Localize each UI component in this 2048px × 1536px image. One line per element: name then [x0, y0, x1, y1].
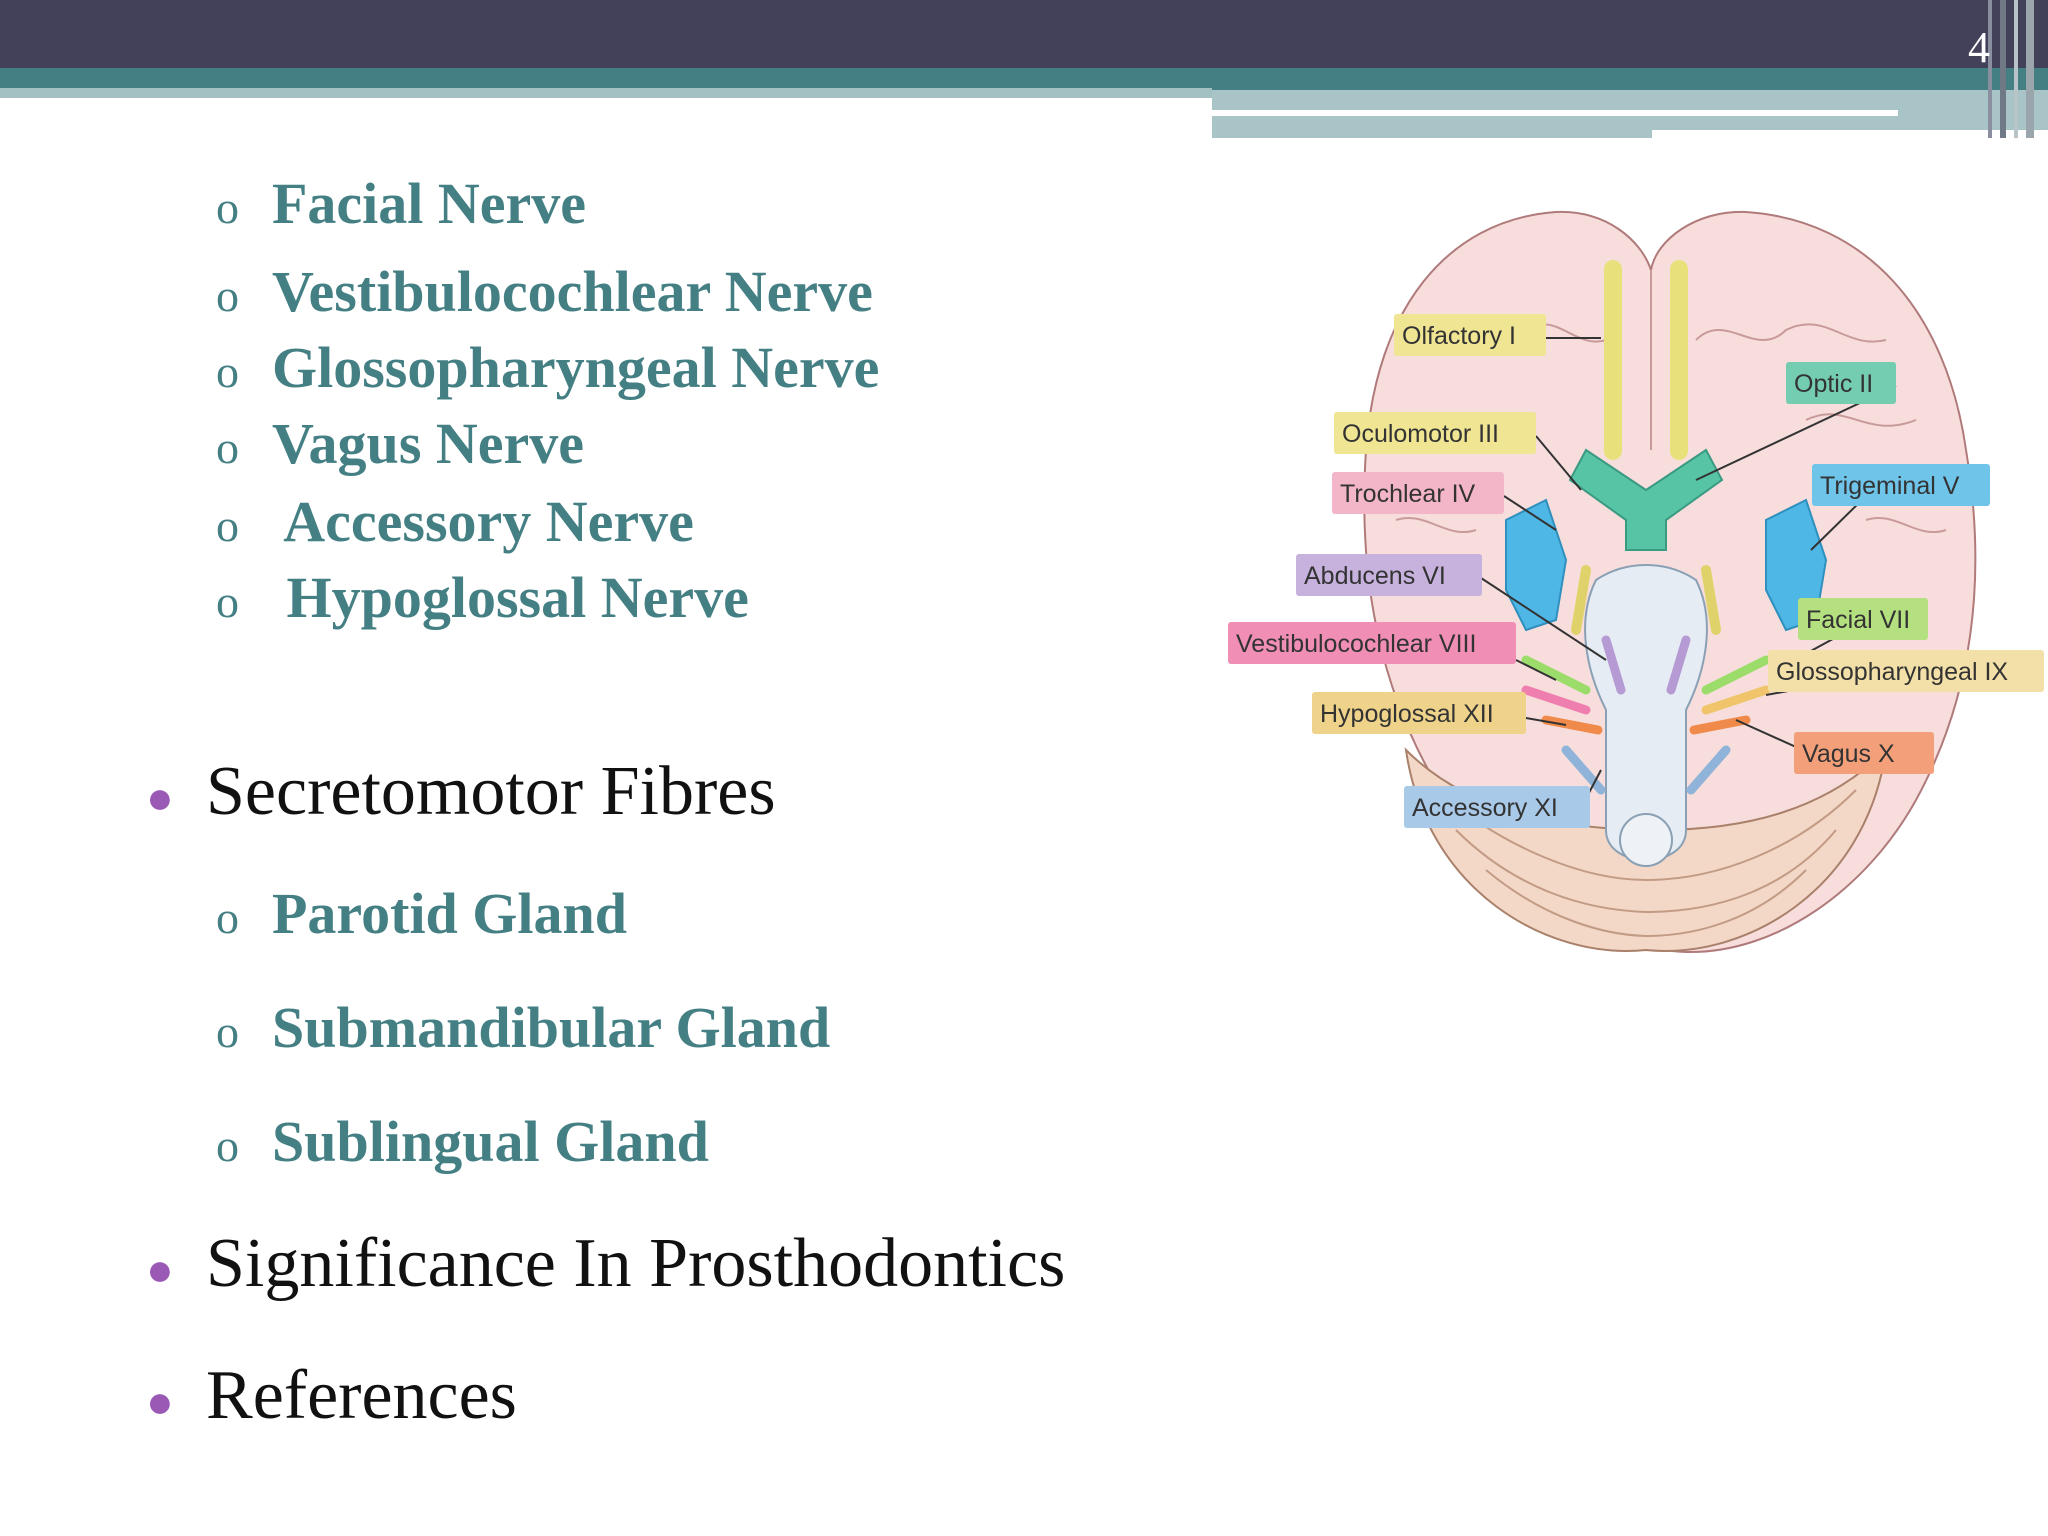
- svg-text:Trigeminal V: Trigeminal V: [1820, 472, 1960, 500]
- bullet-label: Secretomotor Fibres: [206, 753, 776, 830]
- accessory-label: Accessory XI: [1404, 786, 1590, 828]
- nerve-label: Vagus Nerve: [272, 411, 585, 476]
- slide-number: 4: [1968, 23, 1990, 72]
- circle-bullet-icon: o: [216, 346, 239, 397]
- nerve-label: Accessory Nerve: [272, 489, 694, 554]
- circle-bullet-icon: o: [216, 500, 239, 551]
- bullet-dot-icon: ●: [146, 772, 174, 824]
- vestibulocochlear-label: Vestibulocochlear VIII: [1228, 622, 1516, 664]
- bullet-references: ● References: [146, 1356, 517, 1436]
- nerve-item: o Accessory Nerve: [216, 488, 694, 555]
- bullet-label: Significance In Prosthodontics: [206, 1225, 1066, 1302]
- hypoglossal-label: Hypoglossal XII: [1312, 692, 1526, 734]
- bullet-label: References: [206, 1357, 517, 1434]
- trigeminal-label: Trigeminal V: [1812, 464, 1990, 506]
- gland-item: o Sublingual Gland: [216, 1108, 709, 1175]
- gland-label: Parotid Gland: [272, 881, 628, 946]
- svg-text:Vagus X: Vagus X: [1802, 740, 1895, 768]
- trochlear-label: Trochlear IV: [1332, 472, 1504, 514]
- svg-text:Oculomotor III: Oculomotor III: [1342, 420, 1499, 448]
- nerve-label: Glossopharyngeal Nerve: [272, 335, 880, 400]
- circle-bullet-icon: o: [216, 422, 239, 473]
- nerve-item: o Vagus Nerve: [216, 410, 584, 477]
- svg-text:Trochlear IV: Trochlear IV: [1340, 480, 1476, 508]
- svg-text:Vestibulocochlear VIII: Vestibulocochlear VIII: [1236, 630, 1476, 658]
- nerve-item: o Glossopharyngeal Nerve: [216, 334, 879, 401]
- circle-bullet-icon: o: [216, 892, 239, 943]
- cranial-nerves-diagram: Olfactory I Optic II Oculomotor III Troc…: [1228, 210, 2044, 954]
- header-edge-stripe: [2014, 0, 2018, 138]
- facial-label: Facial VII: [1798, 598, 1928, 640]
- bullet-secretomotor: ● Secretomotor Fibres: [146, 752, 776, 832]
- circle-bullet-icon: o: [216, 1006, 239, 1057]
- header-edge-stripe: [2026, 0, 2034, 138]
- header-band-line: [1212, 110, 1898, 116]
- nerve-item: o Facial Nerve: [216, 170, 586, 237]
- header-edge-stripe: [2000, 0, 2006, 138]
- header-band-light: [0, 88, 1212, 98]
- bullet-dot-icon: ●: [146, 1244, 174, 1296]
- svg-text:Abducens VI: Abducens VI: [1304, 562, 1446, 590]
- svg-text:Hypoglossal XII: Hypoglossal XII: [1320, 700, 1494, 728]
- circle-bullet-icon: o: [216, 1120, 239, 1171]
- header-band-teal: [0, 68, 2048, 90]
- circle-bullet-icon: o: [216, 576, 239, 627]
- svg-text:Olfactory I: Olfactory I: [1402, 322, 1516, 350]
- header-bar: [0, 0, 2048, 68]
- header-edge-stripe: [1988, 0, 1992, 138]
- olfactory-label: Olfactory I: [1394, 314, 1546, 356]
- header-band-gap: [1652, 130, 2048, 140]
- svg-text:Optic II: Optic II: [1794, 370, 1873, 398]
- nerve-label: Hypoglossal Nerve: [272, 565, 749, 630]
- nerve-item: o Hypoglossal Nerve: [216, 564, 749, 631]
- optic-label: Optic II: [1786, 362, 1896, 404]
- svg-text:Accessory XI: Accessory XI: [1412, 794, 1558, 822]
- gland-item: o Parotid Gland: [216, 880, 627, 947]
- gland-item: o Submandibular Gland: [216, 994, 830, 1061]
- vagus-label: Vagus X: [1794, 732, 1934, 774]
- bullet-dot-icon: ●: [146, 1376, 174, 1428]
- nerve-item: o Vestibulocochlear Nerve: [216, 258, 873, 325]
- circle-bullet-icon: o: [216, 270, 239, 321]
- circle-bullet-icon: o: [216, 182, 239, 233]
- abducens-label: Abducens VI: [1296, 554, 1482, 596]
- svg-text:Facial VII: Facial VII: [1806, 606, 1910, 634]
- gland-label: Sublingual Gland: [272, 1109, 709, 1174]
- glossopharyngeal-label: Glossopharyngeal IX: [1768, 650, 2044, 692]
- gland-label: Submandibular Gland: [272, 995, 831, 1060]
- nerve-label: Vestibulocochlear Nerve: [272, 259, 873, 324]
- bullet-significance: ● Significance In Prosthodontics: [146, 1224, 1065, 1304]
- oculomotor-label: Oculomotor III: [1334, 412, 1536, 454]
- svg-text:Glossopharyngeal IX: Glossopharyngeal IX: [1776, 658, 2008, 686]
- nerve-label: Facial Nerve: [272, 171, 587, 236]
